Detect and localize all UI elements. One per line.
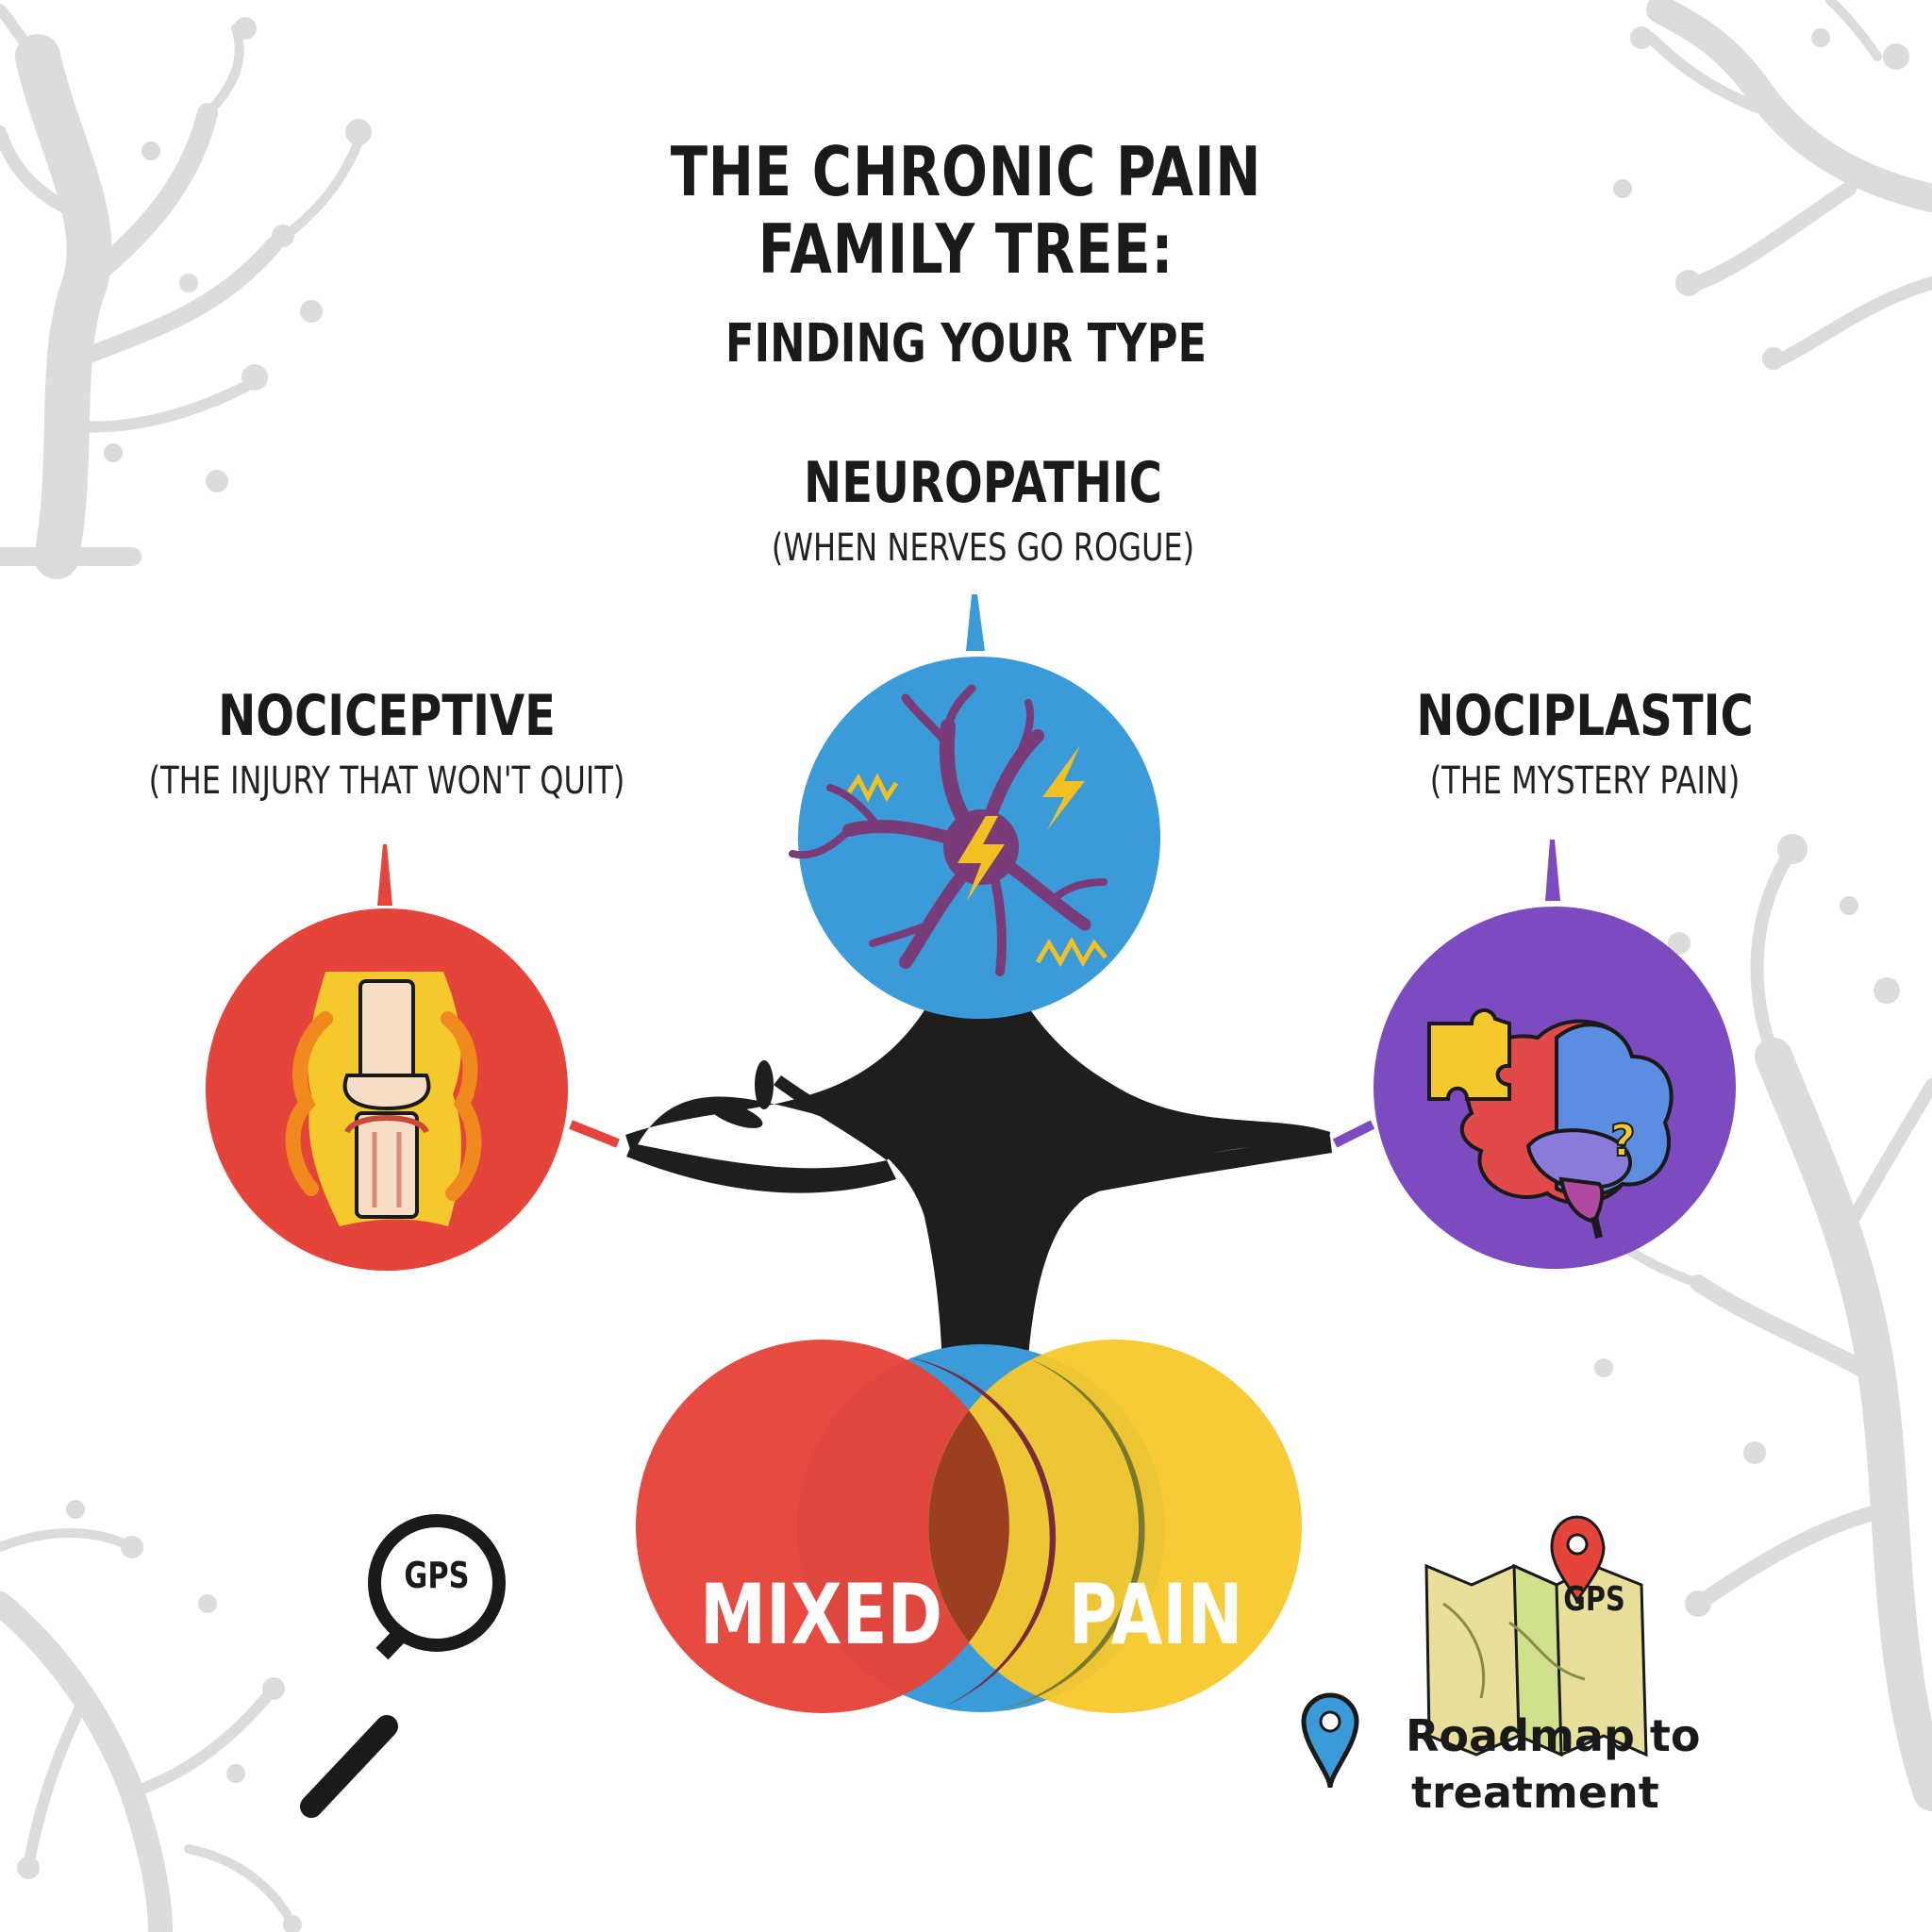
neuropathic-node: [789, 657, 1160, 1019]
neuropathic-description: (WHEN NERVES GO ROGUE): [771, 526, 1195, 570]
subtitle: FINDING YOUR TYPE: [724, 313, 1208, 375]
title-line-1: THE CHRONIC PAIN: [670, 132, 1262, 211]
map-pin-icon: [1424, 1515, 1648, 1757]
background-tree-top-left: [0, 4, 363, 579]
map-gps-label: GPS: [1563, 1580, 1625, 1619]
burning-joint-icon: [285, 972, 482, 1226]
connector-stubs: [377, 594, 1560, 1148]
background-dots-bottom-left: [17, 1500, 302, 1932]
title-line-2: FAMILY TREE:: [758, 209, 1174, 289]
nociplastic-description: (THE MYSTERY PAIN): [1429, 759, 1740, 803]
nociceptive-description: (THE INJURY THAT WON'T QUIT): [148, 759, 625, 803]
background-tree-bottom-left: [0, 1528, 297, 1932]
nociplastic-node: ?: [1374, 907, 1736, 1269]
venn-word-pain: PAIN: [1068, 1566, 1243, 1663]
roadmap-line-1: Roadmap to: [1406, 1710, 1701, 1761]
mixed-pain-venn: [636, 1340, 1302, 1713]
nociceptive-label: NOCICEPTIVE: [218, 683, 556, 749]
neuropathic-label: NEUROPATHIC: [804, 450, 1162, 516]
venn-word-mixed: MIXED: [700, 1566, 943, 1663]
question-mark-icon: ?: [1610, 1115, 1636, 1166]
magnifier-icon: [300, 1514, 506, 1818]
background-tree-top-right: [1645, 0, 1932, 365]
puzzle-brain-icon: [1427, 1008, 1674, 1239]
location-pin-icon: [1301, 1692, 1359, 1789]
background-dots-top-left: [104, 17, 372, 492]
background-dots-top-right: [1613, 26, 1909, 370]
nociceptive-node: [206, 908, 568, 1271]
roadmap-line-2: treatment: [1411, 1767, 1659, 1818]
venn-circle-red: [636, 1340, 1009, 1713]
magnifier-gps-label: GPS: [404, 1555, 470, 1596]
nociplastic-label: NOCIPLASTIC: [1416, 683, 1754, 749]
